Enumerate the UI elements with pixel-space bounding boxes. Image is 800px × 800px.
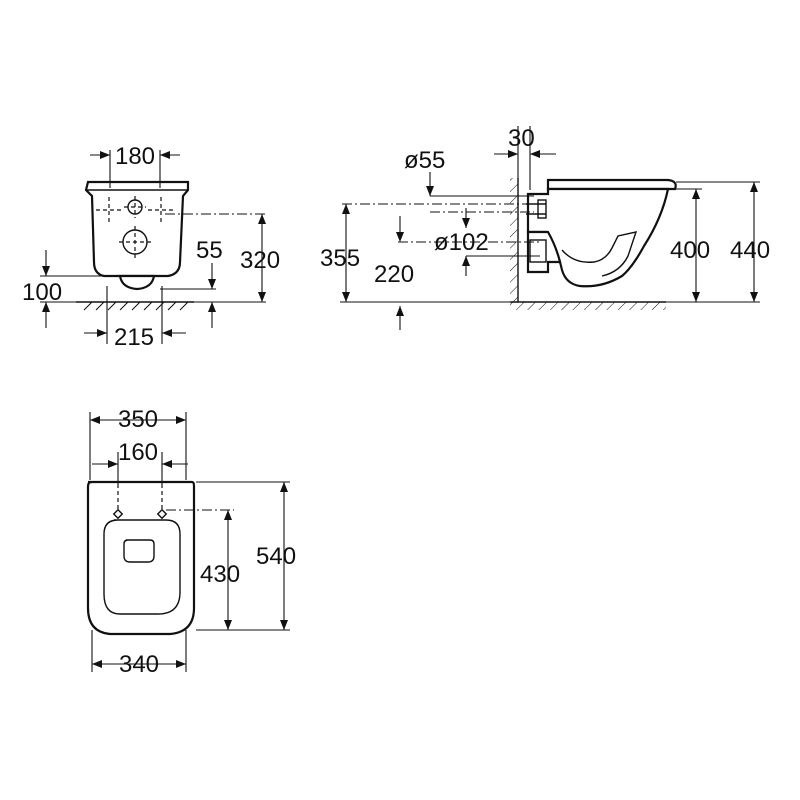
side-floor-hatch — [510, 302, 666, 310]
dim-front-55: 55 — [160, 237, 223, 328]
dim-side-220: 220 — [374, 216, 414, 330]
label-side-o102: ø102 — [434, 229, 489, 256]
label-front-215: 215 — [114, 324, 154, 351]
dim-side-400: 400 — [666, 188, 760, 303]
side-inlet-socket — [537, 199, 547, 219]
label-side-30: 30 — [508, 125, 535, 152]
label-top-160: 160 — [118, 439, 158, 466]
label-side-220: 220 — [374, 261, 414, 288]
side-seat — [546, 178, 677, 191]
dim-top-540: 540 — [196, 481, 296, 630]
dim-top-350: 350 — [89, 406, 187, 480]
front-fixing-marks — [96, 196, 174, 258]
label-front-55: 55 — [196, 237, 223, 264]
dim-top-160: 160 — [92, 439, 188, 484]
top-fixing-points — [112, 484, 168, 520]
label-side-o55: ø55 — [404, 147, 445, 174]
side-trap-inner — [561, 231, 638, 277]
dim-top-430: 430 — [166, 509, 290, 631]
top-view: 350 160 430 540 — [86, 406, 296, 678]
label-top-430: 430 — [200, 561, 240, 588]
label-front-180: 180 — [115, 143, 155, 170]
dim-side-o102: ø102 — [398, 208, 540, 276]
side-view: 30 ø55 ø102 355 — [320, 125, 770, 330]
dim-front-180: 180 — [90, 143, 180, 188]
label-front-100: 100 — [22, 279, 62, 306]
side-wall-hatch — [510, 178, 518, 302]
label-top-350: 350 — [118, 406, 158, 433]
side-outlet-socket — [529, 239, 547, 263]
front-view: 180 320 55 100 — [22, 143, 280, 351]
front-floor-hatch — [83, 301, 189, 311]
label-side-355: 355 — [320, 245, 360, 272]
front-outlet-spigot — [118, 274, 156, 291]
label-side-400: 400 — [670, 237, 710, 264]
dim-front-320: 320 — [240, 214, 280, 302]
dim-side-30: 30 — [494, 125, 556, 190]
top-bowl-opening — [103, 519, 181, 615]
dim-front-100: 100 — [22, 250, 120, 328]
dim-top-340: 340 — [91, 630, 187, 678]
dim-side-o55: ø55 — [404, 147, 534, 213]
label-top-340: 340 — [119, 651, 159, 678]
label-top-540: 540 — [256, 543, 296, 570]
front-bowl-body — [84, 180, 190, 278]
dim-front-215: 215 — [84, 286, 186, 351]
label-front-320: 320 — [240, 247, 280, 274]
dim-side-440: 440 — [676, 181, 770, 302]
top-waterway — [123, 539, 155, 563]
label-side-440: 440 — [730, 237, 770, 264]
dim-side-355: 355 — [320, 204, 510, 303]
